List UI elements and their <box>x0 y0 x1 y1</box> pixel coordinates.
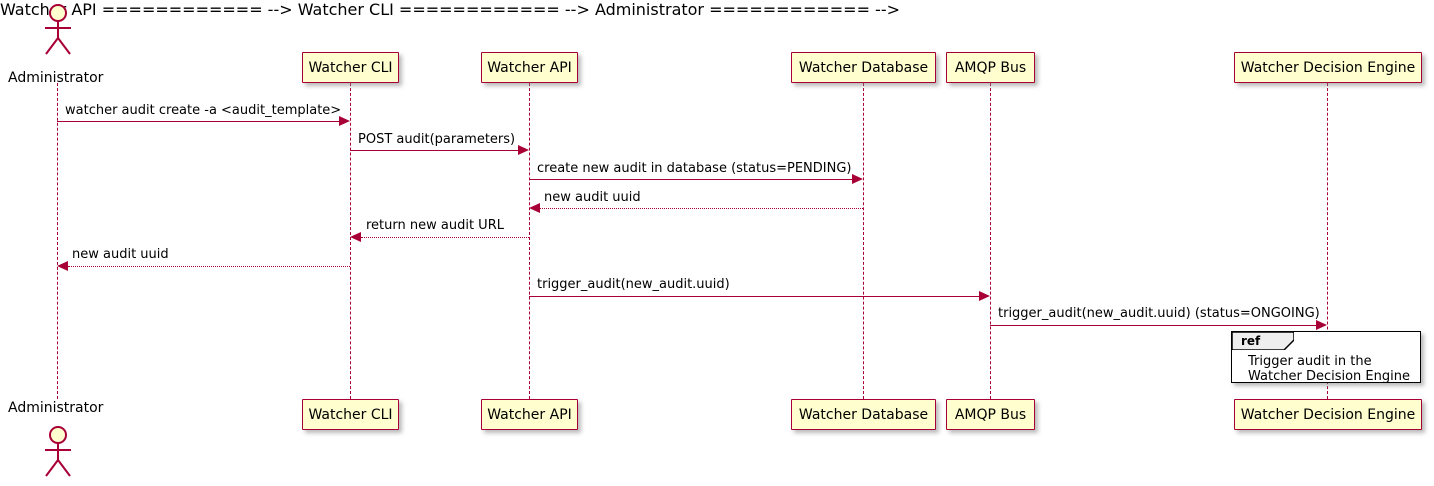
participant-watcher-api-bottom[interactable]: Watcher API <box>481 399 578 430</box>
message-line-2 <box>350 150 518 151</box>
message-label-3: create new audit in database (status=PEN… <box>537 161 852 176</box>
message-line-1 <box>57 121 339 122</box>
actor-label-administrator-top: Administrator <box>8 70 104 86</box>
participant-watcher-cli-top[interactable]: Watcher CLI <box>302 52 399 83</box>
message-arrowhead-2 <box>518 145 529 155</box>
participant-watcher-api-top[interactable]: Watcher API <box>481 52 578 83</box>
participant-amqp-bus-top[interactable]: AMQP Bus <box>946 52 1035 83</box>
message-label-2: POST audit(parameters) <box>358 132 516 147</box>
actor-administrator-bottom <box>34 424 82 478</box>
message-line-6 <box>68 266 350 267</box>
ref-keyword-label: ref <box>1241 334 1261 348</box>
message-label-5: return new audit URL <box>366 218 504 233</box>
message-arrowhead-8 <box>1316 320 1327 330</box>
message-line-8 <box>990 325 1316 326</box>
message-arrowhead-1 <box>339 116 350 126</box>
message-line-3 <box>529 179 852 180</box>
participant-watcher-decision-engine-bottom[interactable]: Watcher Decision Engine <box>1234 399 1422 430</box>
actor-stick-figure-icon <box>45 426 71 477</box>
lifeline-watcher-database <box>863 83 864 399</box>
message-arrowhead-4 <box>529 203 540 213</box>
actor-label-administrator-bottom: Administrator <box>8 400 104 416</box>
message-label-1: watcher audit create -a <audit_template> <box>65 103 342 118</box>
message-label-7: trigger_audit(new_audit.uuid) <box>537 277 730 292</box>
lifeline-watcher-decision-engine <box>1327 83 1328 399</box>
participant-amqp-bus-bottom[interactable]: AMQP Bus <box>946 399 1035 430</box>
message-line-7 <box>529 296 979 297</box>
ref-fragment-trigger-audit: ref Trigger audit in the Watcher Decisio… <box>1231 331 1421 384</box>
message-label-8: trigger_audit(new_audit.uuid) (status=ON… <box>998 306 1320 321</box>
message-line-4 <box>540 208 863 209</box>
ref-tab <box>1231 331 1295 351</box>
participant-watcher-database-bottom[interactable]: Watcher Database <box>791 399 936 430</box>
ref-tab-shape-icon <box>1231 331 1295 351</box>
actor-stick-figure-icon <box>45 4 71 55</box>
message-arrowhead-7 <box>979 291 990 301</box>
message-arrowhead-3 <box>852 174 863 184</box>
message-arrowhead-5 <box>350 232 361 242</box>
participant-watcher-database-top[interactable]: Watcher Database <box>791 52 936 83</box>
ref-body-text: Trigger audit in the Watcher Decision En… <box>1248 354 1410 384</box>
message-arrowhead-6 <box>57 261 68 271</box>
participant-watcher-cli-bottom[interactable]: Watcher CLI <box>302 399 399 430</box>
message-line-5 <box>361 237 529 238</box>
lifeline-administrator <box>57 83 58 399</box>
participant-watcher-decision-engine-top[interactable]: Watcher Decision Engine <box>1234 52 1422 83</box>
message-label-6: new audit uuid <box>72 247 169 262</box>
message-label-4: new audit uuid <box>544 190 641 205</box>
lifeline-watcher-api <box>529 83 530 399</box>
actor-administrator-top <box>34 2 82 56</box>
lifeline-amqp-bus <box>990 83 991 399</box>
